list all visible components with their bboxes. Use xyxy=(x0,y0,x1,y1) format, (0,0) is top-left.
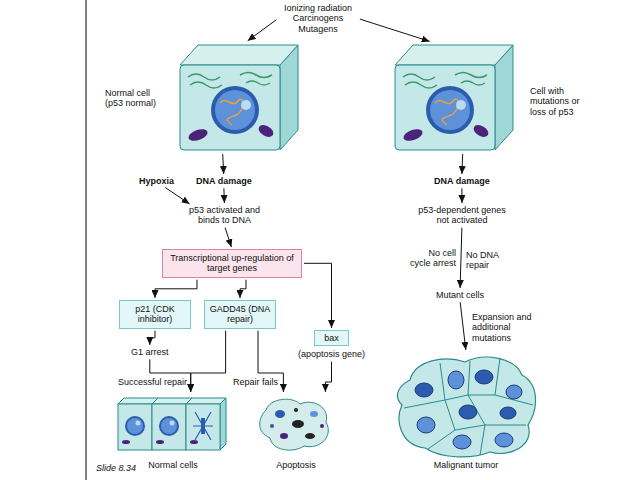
node-text: Cell with mutations or loss of p53 xyxy=(530,86,598,117)
step-text: DNA damage xyxy=(434,176,490,186)
node-text: (apoptosis gene) xyxy=(298,349,365,359)
step-text: p53-dependent genes not activated xyxy=(412,205,512,226)
node-text: DNA damage xyxy=(434,176,490,186)
flow-arrow xyxy=(223,154,224,174)
slide-number: Slide 8.34 xyxy=(96,463,136,473)
flow-arrow xyxy=(240,280,246,298)
node-text: G1 arrest xyxy=(131,347,169,357)
normal-cells-drawing xyxy=(118,398,226,450)
note-text: No cell cycle arrest xyxy=(410,248,456,269)
node-text: Normal cell (p53 normal) xyxy=(105,88,169,109)
node-text: DNA damage xyxy=(196,176,252,186)
gene-box: bax (apoptosis gene) xyxy=(298,330,365,360)
node-text: Transcriptional up-regulation of target … xyxy=(167,253,297,274)
outcome-figure: Malignant tumor xyxy=(394,352,538,470)
gene-box: p21 (CDK inhibitor) xyxy=(119,300,191,329)
node-text: p53-dependent genes not activated xyxy=(412,205,512,226)
apoptosis-drawing xyxy=(260,399,329,450)
outcome-figure: Apoptosis xyxy=(254,394,338,470)
edge-label: Expansion and additional mutations xyxy=(472,312,534,343)
gene-box: GADD45 (DNA repair) xyxy=(204,300,276,329)
step-text: G1 arrest xyxy=(131,347,169,357)
mutant-cell-drawing xyxy=(395,45,513,150)
flow-arrow xyxy=(165,188,189,204)
step-text: Mutant cells xyxy=(436,290,484,300)
outcome-figure: Normal cells xyxy=(114,394,232,470)
malignant-tumor-drawing xyxy=(397,357,535,457)
normal-cell-drawing xyxy=(180,45,298,150)
step-text: Hypoxia xyxy=(139,176,174,186)
flow-arrow xyxy=(191,331,226,392)
flow-arrow xyxy=(150,331,155,345)
cause-text: Ionizing radiation Carcinogens Mutagens xyxy=(278,3,358,34)
flow-arrow xyxy=(461,154,463,174)
flow-arrow xyxy=(360,19,430,41)
node-text: Mutant cells xyxy=(436,290,484,300)
flow-arrow xyxy=(304,263,332,328)
flow-arrow xyxy=(460,302,466,350)
edge-label: Successful repair xyxy=(118,377,187,387)
step-text: DNA damage xyxy=(196,176,252,186)
node-text: GADD45 (DNA repair) xyxy=(209,304,271,325)
node-text: Ionizing radiation Carcinogens Mutagens xyxy=(278,3,358,34)
flow-arrow xyxy=(155,280,197,298)
edge-label: Repair fails xyxy=(233,377,278,387)
flow-arrow xyxy=(325,362,331,392)
node-text: Apoptosis xyxy=(254,460,338,470)
flow-arrow xyxy=(225,228,231,248)
slide-rule xyxy=(85,0,87,480)
flow-arrow xyxy=(460,228,462,288)
flow-arrow xyxy=(223,188,225,203)
cell-figure: Normal cell (p53 normal) xyxy=(105,42,301,152)
note-text: No DNA repair xyxy=(466,250,510,271)
flow-arrow xyxy=(248,20,277,41)
node-text: p53 activated and binds to DNA xyxy=(177,205,272,226)
cell-figure: Cell with mutations or loss of p53 xyxy=(390,42,598,152)
step-text: p53 activated and binds to DNA xyxy=(177,205,272,226)
process-box: Transcriptional up-regulation of target … xyxy=(162,249,302,278)
node-text: Malignant tumor xyxy=(394,460,538,470)
node-text: p21 (CDK inhibitor) xyxy=(124,304,186,325)
node-text: Hypoxia xyxy=(139,176,174,186)
node-text: bax xyxy=(314,330,349,346)
flow-arrow xyxy=(461,188,462,203)
